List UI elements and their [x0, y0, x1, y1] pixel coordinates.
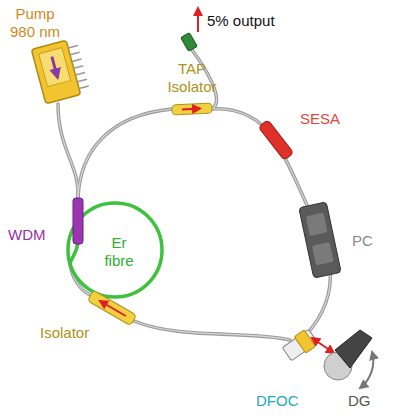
output-arrow [197, 8, 199, 32]
part-label: DFOC [256, 392, 299, 410]
part-label: SESA [300, 110, 340, 128]
pump-diode [31, 38, 90, 104]
wdm-coupler [73, 198, 83, 244]
isolator [87, 290, 136, 325]
part-label: Er fibre [98, 234, 140, 270]
part-label: PC [352, 232, 373, 250]
tap-isolator [172, 103, 212, 115]
polarization-controller [299, 202, 341, 278]
fibre [58, 50, 330, 340]
part-label: Pump 980 nm [4, 5, 66, 41]
fibre-collimator [281, 328, 319, 363]
part-label: DG [348, 392, 371, 410]
part-label: TAP Isolator [160, 60, 224, 96]
part-label: WDM [8, 226, 46, 244]
output-connector [181, 33, 198, 52]
diffraction-grating [335, 330, 372, 368]
beam-arrow [312, 338, 334, 353]
part-label: 5% output [207, 12, 275, 30]
rotation-arrow [360, 352, 373, 388]
part-label: Isolator [40, 324, 89, 342]
sesa-absorber [258, 120, 293, 160]
